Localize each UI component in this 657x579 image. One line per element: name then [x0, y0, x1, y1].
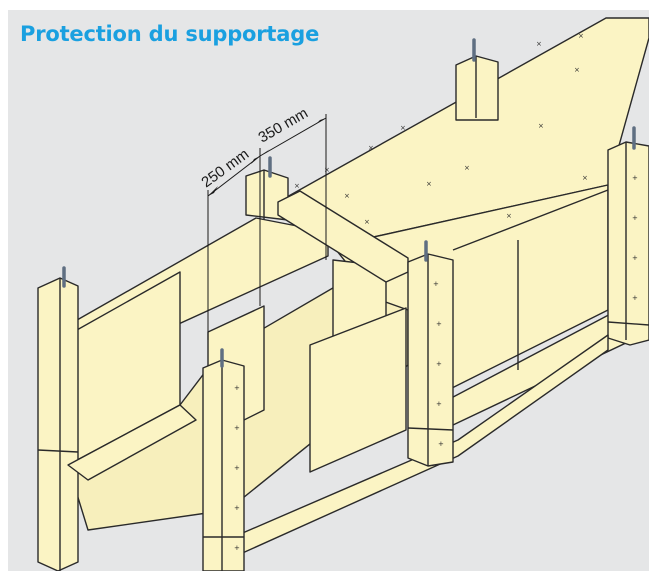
svg-text:×: ×	[426, 180, 432, 188]
svg-text:×: ×	[536, 40, 542, 48]
svg-text:×: ×	[294, 182, 300, 190]
svg-text:×: ×	[582, 174, 588, 182]
post-front-left	[37, 277, 79, 571]
figure-title: Protection du supportage	[20, 22, 320, 46]
svg-text:+: +	[632, 214, 638, 222]
svg-text:+: +	[433, 280, 439, 288]
svg-text:×: ×	[368, 144, 374, 152]
box-left-front-board	[67, 404, 197, 481]
svg-text:+: +	[436, 360, 442, 368]
svg-text:+: +	[438, 440, 444, 448]
svg-text:+: +	[234, 504, 240, 512]
svg-text:×: ×	[400, 124, 406, 132]
svg-text:×: ×	[364, 218, 370, 226]
figure-frame: Protection du supportage	[8, 10, 649, 571]
svg-text:+: +	[632, 254, 638, 262]
inner-panel-right	[309, 307, 407, 473]
svg-text:×: ×	[578, 32, 584, 40]
svg-text:×: ×	[538, 122, 544, 130]
svg-text:+: +	[632, 294, 638, 302]
svg-text:+: +	[436, 320, 442, 328]
svg-text:+: +	[234, 544, 240, 552]
post-mid-right	[407, 253, 454, 467]
svg-text:+: +	[632, 174, 638, 182]
dimension-label-350: 350 mm	[256, 105, 311, 147]
svg-text:×: ×	[506, 212, 512, 220]
svg-text:+: +	[234, 464, 240, 472]
svg-text:+: +	[234, 384, 240, 392]
svg-text:×: ×	[464, 164, 470, 172]
svg-text:+: +	[436, 400, 442, 408]
svg-text:+: +	[234, 424, 240, 432]
post-back-center	[455, 55, 499, 121]
dimension-line-350	[259, 117, 327, 157]
svg-text:×: ×	[324, 166, 330, 174]
svg-text:×: ×	[574, 66, 580, 74]
post-far-right	[607, 141, 649, 346]
dimension-line-250	[207, 155, 261, 197]
svg-text:×: ×	[344, 192, 350, 200]
support-protection-drawing: ××× ××× ××× ××× ×× +++++ +++++ ++++ 250 …	[37, 17, 649, 571]
